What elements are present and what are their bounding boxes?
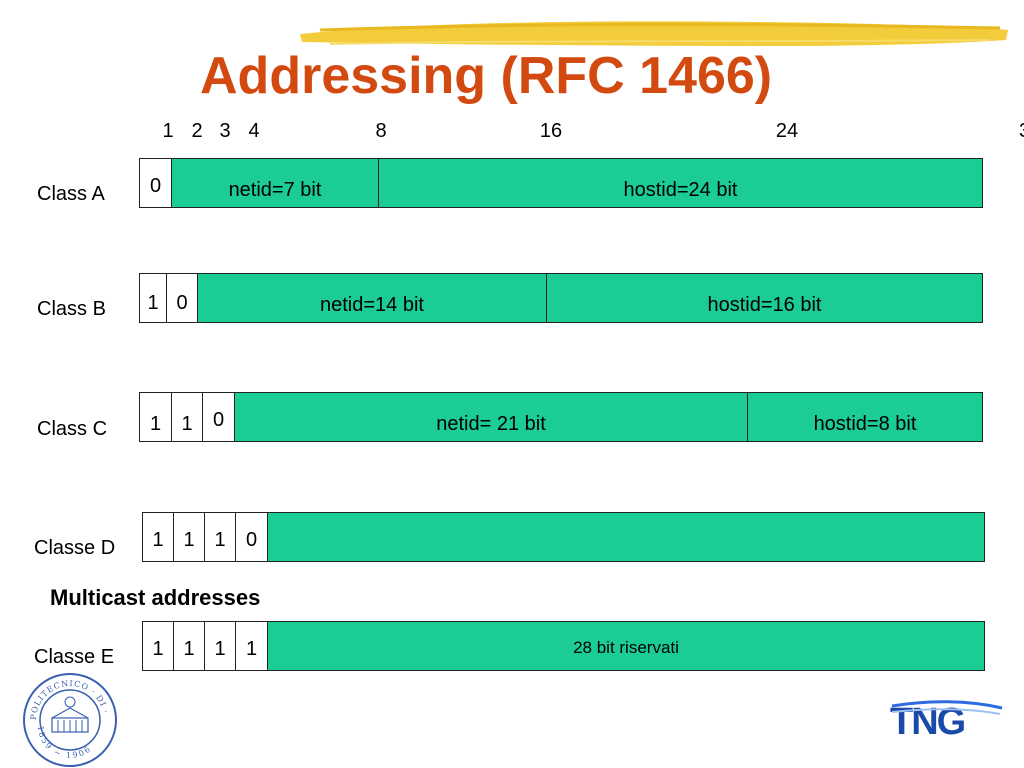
bit-value: 1 bbox=[181, 413, 193, 435]
ruler-label: 3 bbox=[219, 120, 231, 142]
svg-text:TNG: TNG bbox=[890, 701, 965, 740]
hostid-label: hostid=16 bit bbox=[707, 294, 822, 316]
bit-value: 1 bbox=[183, 529, 195, 551]
svg-text:POLITECNICO · DI · TORINO: POLITECNICO · DI · TORINO bbox=[22, 672, 111, 720]
ruler-label: 16 bbox=[539, 120, 563, 142]
ruler-label: 2 bbox=[191, 120, 203, 142]
multicast-field bbox=[268, 513, 984, 561]
bit-cell: 1 bbox=[143, 513, 174, 561]
class-e-row: 1 1 1 1 28 bit riservati bbox=[142, 621, 985, 671]
bit-value: 1 bbox=[149, 413, 162, 435]
bit-value: 0 bbox=[149, 175, 162, 197]
svg-text:1859 ~ 1906: 1859 ~ 1906 bbox=[36, 725, 94, 760]
bit-cell: 1 bbox=[172, 393, 203, 441]
ruler-label: 4 bbox=[248, 120, 260, 142]
ruler-label: 8 bbox=[375, 120, 387, 142]
ruler-label: 32 bbox=[1019, 120, 1024, 143]
bit-value: 0 bbox=[212, 409, 225, 431]
hostid-field: hostid=16 bit bbox=[547, 274, 982, 322]
bit-value: 1 bbox=[183, 638, 195, 660]
hostid-label: hostid=24 bit bbox=[623, 179, 738, 201]
bit-value: 1 bbox=[245, 638, 258, 660]
class-e-label: Classe E bbox=[34, 646, 115, 668]
bit-value: 1 bbox=[152, 638, 164, 660]
hostid-field: hostid=8 bit bbox=[748, 393, 982, 441]
bit-cell: 1 bbox=[143, 622, 174, 670]
netid-field: netid=7 bit bbox=[172, 159, 379, 207]
politecnico-seal-logo: POLITECNICO · DI · TORINO 1859 ~ 1906 bbox=[22, 672, 117, 767]
bit-value: 0 bbox=[176, 292, 188, 314]
multicast-addresses-label: Multicast addresses bbox=[50, 585, 261, 610]
class-d-row: 1 1 1 0 bbox=[142, 512, 985, 562]
bit-value: 1 bbox=[152, 529, 164, 551]
netid-label: netid= 21 bit bbox=[436, 413, 546, 435]
ruler-label: 24 bbox=[775, 120, 799, 142]
bit-cell: 1 bbox=[236, 622, 268, 670]
bit-cell: 1 bbox=[174, 622, 205, 670]
ruler-label: 1 bbox=[162, 120, 174, 142]
class-a-label: Class A bbox=[37, 183, 105, 205]
hostid-field: hostid=24 bit bbox=[379, 159, 982, 207]
netid-field: netid=14 bit bbox=[198, 274, 547, 322]
class-c-row: 1 1 0 netid= 21 bit hostid=8 bit bbox=[139, 392, 983, 442]
bit-cell: 1 bbox=[205, 513, 236, 561]
bit-cell: 0 bbox=[236, 513, 268, 561]
bit-cell: 1 bbox=[140, 274, 167, 322]
netid-field: netid= 21 bit bbox=[235, 393, 748, 441]
bit-cell: 0 bbox=[203, 393, 235, 441]
class-b-row: 1 0 netid=14 bit hostid=16 bit bbox=[139, 273, 983, 323]
bit-cell: 1 bbox=[205, 622, 236, 670]
netid-label: netid=7 bit bbox=[228, 179, 322, 201]
bit-cell: 1 bbox=[174, 513, 205, 561]
class-b-label: Class B bbox=[37, 298, 106, 320]
reserved-field: 28 bit riservati bbox=[268, 622, 984, 670]
class-a-row: 0 netid=7 bit hostid=24 bit bbox=[139, 158, 983, 208]
hostid-label: hostid=8 bit bbox=[813, 413, 917, 435]
bit-value: 1 bbox=[214, 638, 226, 660]
reserved-label: 28 bit riservati bbox=[573, 638, 679, 657]
page-title: Addressing (RFC 1466) bbox=[200, 47, 773, 105]
bit-value: 0 bbox=[245, 529, 258, 551]
class-d-label: Classe D bbox=[34, 537, 116, 559]
tng-logo: TNG bbox=[890, 700, 1003, 740]
bit-cell: 0 bbox=[140, 159, 172, 207]
bit-cell: 0 bbox=[167, 274, 198, 322]
brush-stroke-decoration bbox=[300, 21, 1008, 46]
class-c-label: Class C bbox=[37, 418, 108, 440]
bit-cell: 1 bbox=[140, 393, 172, 441]
netid-label: netid=14 bit bbox=[320, 294, 424, 316]
bit-value: 1 bbox=[147, 292, 159, 314]
bit-value: 1 bbox=[214, 529, 226, 551]
